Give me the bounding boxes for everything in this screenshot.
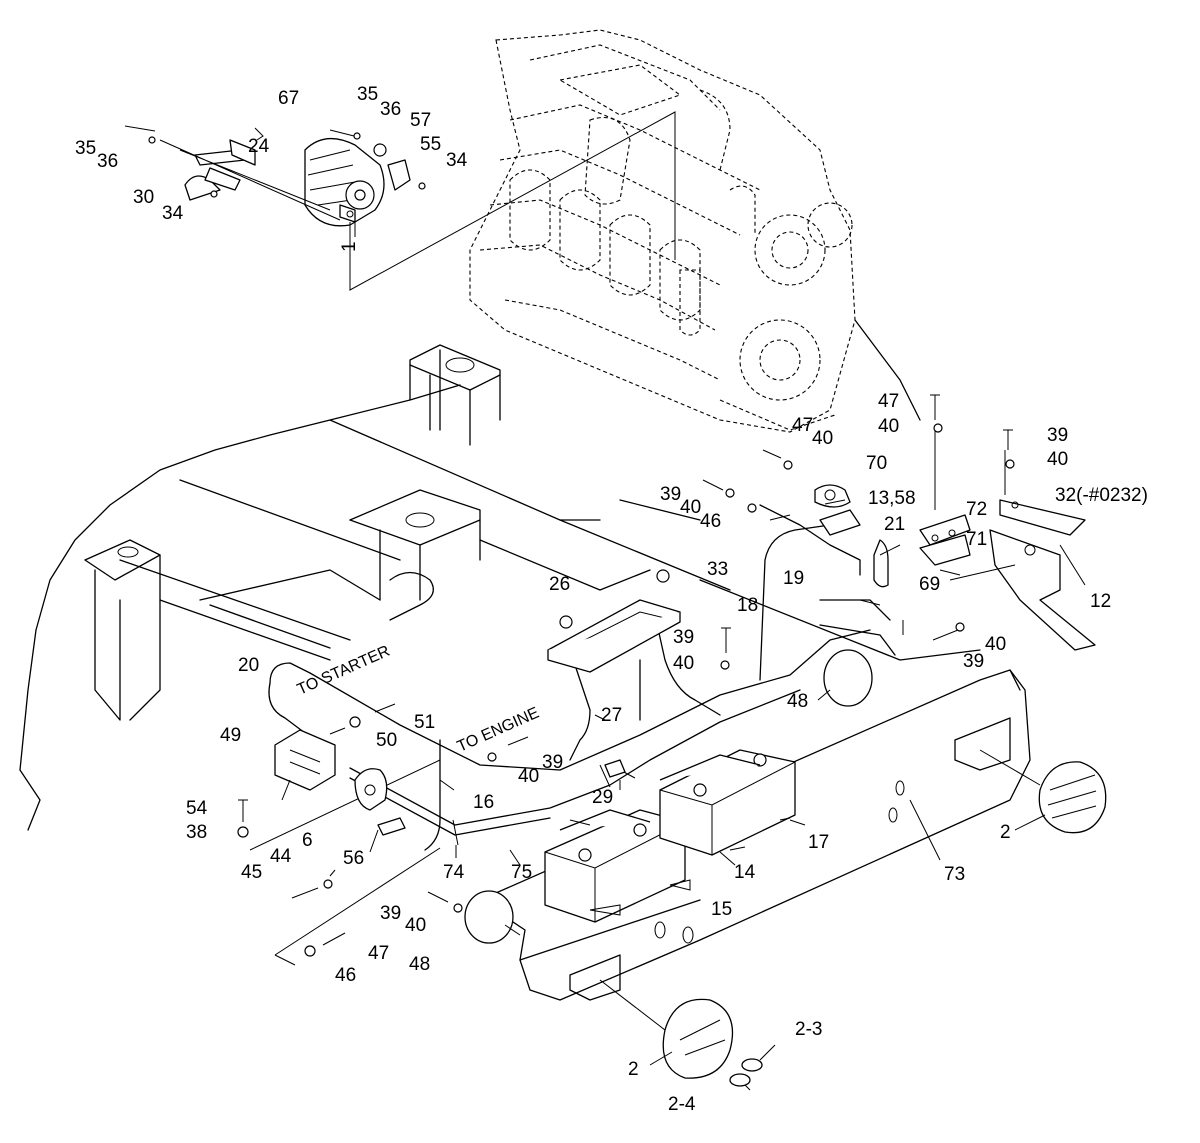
frame-body [19, 319, 981, 831]
callout-29: 29 [592, 787, 613, 808]
leader-lines [281, 222, 1086, 1091]
callout-57: 57 [410, 110, 431, 131]
callout-27: 27 [601, 705, 622, 726]
callout-40: 40 [518, 766, 539, 787]
callout-48: 48 [787, 691, 808, 712]
direction-notes: TO STARTER TO ENGINE [295, 643, 542, 756]
callout-51: 51 [414, 712, 435, 733]
callout-74: 74 [443, 862, 465, 883]
callout-40: 40 [1047, 449, 1068, 470]
callout-33: 33 [707, 559, 728, 580]
callout-26: 26 [549, 574, 570, 595]
callout-24: 24 [248, 136, 270, 157]
callout-39: 39 [1047, 425, 1068, 446]
callout-2-4: 2-4 [668, 1094, 696, 1115]
callout-35: 35 [357, 84, 378, 105]
callout-39: 39 [963, 651, 984, 672]
callout-39: 39 [380, 903, 401, 924]
callout-47: 47 [368, 943, 389, 964]
callout-12: 12 [1090, 591, 1111, 612]
callout-47: 47 [878, 391, 899, 412]
callout-19: 19 [783, 568, 804, 589]
callout-40: 40 [680, 497, 701, 518]
callout-13-58: 13,58 [868, 488, 916, 509]
callout-20: 20 [238, 655, 259, 676]
callout-47: 47 [792, 415, 813, 436]
callout-45: 45 [241, 862, 262, 883]
callout-14: 14 [734, 862, 756, 883]
callout-30: 30 [133, 187, 154, 208]
callout-2: 2 [628, 1059, 639, 1080]
callout-48: 48 [409, 954, 430, 975]
counterweight [479, 669, 1031, 1001]
callout-1: 1 [339, 241, 360, 252]
callout-72: 72 [966, 499, 987, 520]
to-starter-note: TO STARTER [295, 643, 393, 699]
callout-16: 16 [473, 792, 494, 813]
callout-6: 6 [302, 830, 313, 851]
callout-70: 70 [866, 453, 887, 474]
callout-35: 35 [75, 138, 96, 159]
relay-brackets [814, 425, 1096, 651]
callout-39: 39 [542, 752, 563, 773]
callout-40: 40 [812, 428, 833, 449]
callout-17: 17 [808, 832, 829, 853]
battery-hold-down [547, 599, 681, 673]
callout-46: 46 [700, 511, 721, 532]
callout-15: 15 [711, 899, 732, 920]
callout-55: 55 [420, 134, 441, 155]
callout-67: 67 [278, 88, 299, 109]
fuse-holder-group [274, 729, 626, 846]
callout-36: 36 [380, 99, 401, 120]
callout-50: 50 [376, 730, 397, 751]
callout-38: 38 [186, 822, 207, 843]
callout-2: 2 [1000, 822, 1011, 843]
fasteners [237, 394, 1015, 966]
callout-2-3: 2-3 [795, 1019, 822, 1040]
callout-labels: 67 35 36 35 36 24 57 55 34 30 34 1 47 40… [75, 84, 1148, 1115]
callout-36: 36 [97, 151, 118, 172]
wiring-harness [268, 504, 896, 851]
callout-56: 56 [343, 848, 364, 869]
callout-73: 73 [944, 864, 965, 885]
callout-34: 34 [162, 203, 184, 224]
callout-49: 49 [220, 725, 241, 746]
callout-46: 46 [335, 965, 356, 986]
engine-block [469, 29, 856, 433]
callout-40: 40 [985, 634, 1006, 655]
callout-44: 44 [270, 846, 292, 867]
callout-40: 40 [405, 915, 426, 936]
callout-40: 40 [673, 653, 694, 674]
lamps [464, 649, 1107, 1087]
batteries [544, 749, 796, 923]
callout-71: 71 [966, 529, 987, 550]
callout-69: 69 [919, 574, 940, 595]
callout-34: 34 [446, 150, 468, 171]
callout-40: 40 [878, 416, 899, 437]
callout-75: 75 [511, 862, 532, 883]
callout-54: 54 [186, 798, 208, 819]
to-engine-note: TO ENGINE [455, 704, 542, 755]
callout-39: 39 [673, 627, 694, 648]
callout-21: 21 [884, 514, 905, 535]
callout-39: 39 [660, 484, 681, 505]
callout-18: 18 [737, 595, 758, 616]
callout-32: 32(-#0232) [1055, 485, 1148, 506]
